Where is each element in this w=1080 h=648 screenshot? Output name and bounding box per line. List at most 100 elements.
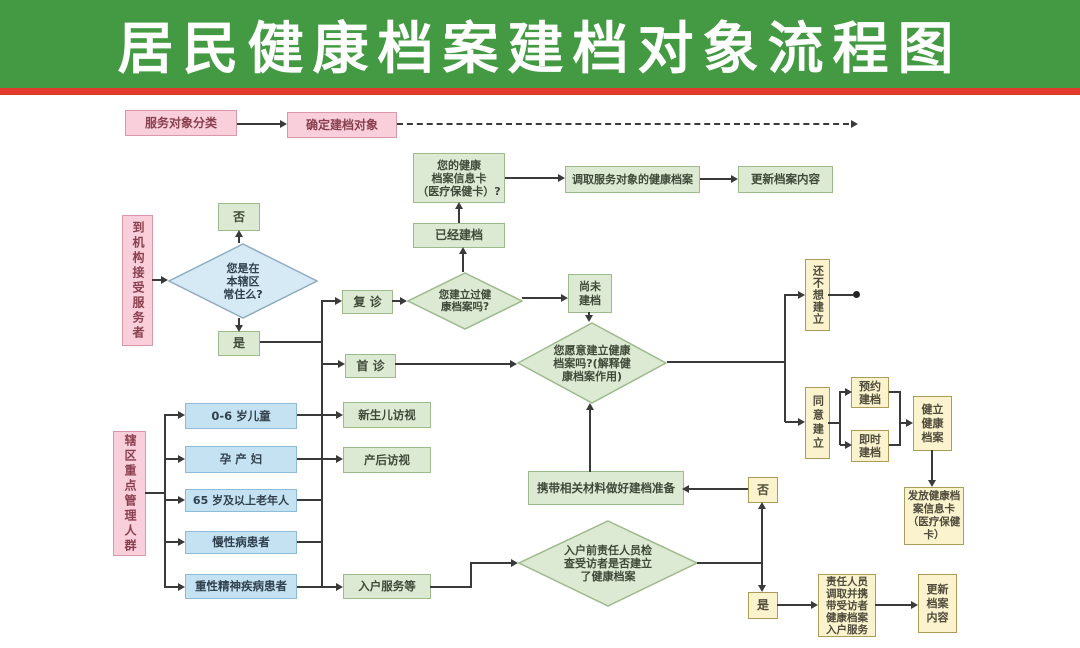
arrowhead	[845, 388, 852, 396]
arrowhead	[336, 455, 343, 463]
node-children: 0-6 岁儿童	[185, 403, 297, 429]
node-appointment-filing: 预约 建档	[851, 377, 889, 408]
arrowhead	[928, 480, 936, 487]
node-mental: 重性精神疾病患者	[185, 574, 297, 599]
header-red-divider	[0, 88, 1080, 95]
connector	[931, 450, 933, 482]
node-retrieve-archive: 调取服务对象的健康档案	[565, 166, 700, 193]
arrowhead	[400, 297, 407, 305]
terminal-dot	[853, 291, 860, 298]
decision-willing-diamond	[517, 322, 667, 404]
arrowhead	[585, 315, 593, 322]
arrowhead	[811, 601, 818, 609]
connector	[152, 279, 163, 281]
connector-dashed	[397, 123, 849, 125]
connector	[839, 391, 841, 445]
connector	[297, 458, 338, 460]
connector	[828, 422, 840, 424]
connector	[889, 444, 900, 446]
connector	[588, 312, 590, 317]
connector	[828, 294, 853, 296]
decision-built-diamond	[407, 272, 523, 330]
connector	[667, 361, 785, 363]
arrowhead	[758, 585, 766, 592]
connector	[522, 297, 563, 299]
node-no-top: 否	[218, 203, 260, 231]
arrowhead	[558, 174, 565, 182]
arrowhead	[459, 247, 467, 254]
connector	[687, 488, 748, 490]
connector	[840, 391, 847, 393]
node-pregnant: 孕 产 妇	[185, 446, 297, 473]
connector	[395, 363, 512, 365]
connector-bus	[321, 300, 323, 588]
arrowhead	[911, 601, 918, 609]
node-instant-filing: 即时 建档	[851, 430, 889, 462]
arrowhead	[235, 230, 243, 237]
connector	[430, 586, 472, 588]
node-postpartum-visit: 产后访视	[343, 447, 431, 473]
connector	[165, 458, 180, 460]
connector	[165, 541, 180, 543]
connector	[785, 421, 799, 423]
arrowhead	[338, 360, 345, 368]
connector	[297, 414, 338, 416]
arrowhead	[851, 120, 858, 128]
arrowhead	[798, 418, 805, 426]
connector	[784, 294, 786, 422]
connector	[238, 318, 240, 327]
node-elderly: 65 岁及以上老年人	[185, 489, 297, 512]
node-return-visit: 复 诊	[342, 290, 393, 314]
connector	[392, 300, 402, 302]
node-first-visit: 首 诊	[345, 354, 396, 378]
page-title: 居民健康档案建档对象流程图	[117, 16, 963, 82]
connector	[889, 391, 900, 393]
node-carry-materials: 携带相关材料做好建档准备	[528, 471, 684, 505]
arrowhead	[178, 583, 185, 591]
node-chronic: 慢性病患者	[185, 531, 297, 554]
connector	[697, 562, 762, 564]
connector	[899, 391, 901, 446]
arrowhead	[510, 360, 517, 368]
connector	[165, 586, 180, 588]
connector	[900, 422, 908, 424]
arrowhead	[178, 411, 185, 419]
arrowhead	[845, 441, 852, 449]
arrowhead	[336, 583, 343, 591]
node-service-classification: 服务对象分类	[125, 110, 237, 136]
arrowhead	[561, 294, 568, 302]
connector	[237, 123, 282, 125]
arrowhead	[798, 291, 805, 299]
node-district-group: 辖区重点管理人群	[113, 431, 146, 556]
connector	[165, 499, 180, 501]
connector	[785, 294, 799, 296]
arrowhead	[335, 297, 342, 305]
connector	[761, 507, 763, 587]
connector	[297, 499, 322, 501]
node-no-bottom: 否	[748, 477, 778, 503]
header-banner: 居民健康档案建档对象流程图	[0, 0, 1080, 88]
node-update-archive-top: 更新档案内容	[738, 166, 833, 193]
arrowhead	[758, 502, 766, 509]
arrowhead	[161, 276, 168, 284]
arrowhead	[511, 559, 518, 567]
connector	[164, 414, 166, 588]
connector	[238, 235, 240, 243]
connector	[322, 300, 337, 302]
node-newborn-visit: 新生儿访视	[343, 402, 431, 428]
arrowhead	[178, 455, 185, 463]
arrowhead	[682, 485, 689, 493]
connector	[260, 341, 322, 343]
node-yes-top: 是	[218, 331, 260, 356]
node-establish-archive: 健立 健康 档案	[913, 396, 952, 451]
arrowhead	[586, 403, 594, 410]
node-not-want: 还不想建立	[805, 259, 830, 331]
node-agree: 同意建立	[805, 387, 830, 459]
node-yes-bottom: 是	[748, 592, 778, 619]
node-confirm-target: 确定建档对象	[287, 112, 397, 138]
arrowhead	[235, 325, 243, 332]
connector	[777, 604, 813, 606]
arrowhead	[280, 120, 287, 128]
arrowhead	[178, 538, 185, 546]
